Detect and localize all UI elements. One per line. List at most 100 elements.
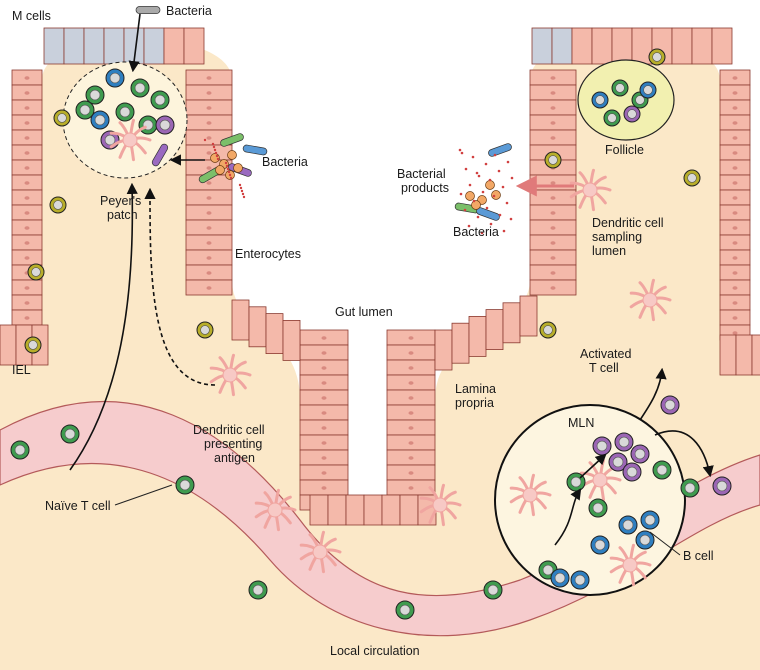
bacterial-product — [485, 206, 489, 210]
enterocyte-nucleus — [321, 351, 327, 355]
enterocyte-nucleus — [24, 226, 30, 230]
bacterial-product — [224, 161, 228, 165]
bacterial-product — [492, 194, 496, 198]
enterocyte-nucleus — [321, 426, 327, 430]
m-cell — [103, 27, 125, 65]
enterocyte-nucleus — [24, 211, 30, 215]
dendritic-cell — [209, 353, 252, 397]
enterocyte — [485, 309, 504, 351]
naive-t-cell-nucleus — [656, 464, 668, 476]
enterocyte-nucleus — [550, 226, 556, 230]
enterocyte-nucleus — [408, 366, 414, 370]
label-dc-sampling-1: Dendritic cell — [592, 216, 664, 230]
enterocyte — [519, 295, 538, 337]
activated-t-cell-nucleus — [618, 436, 630, 448]
bacterial-product — [241, 192, 245, 196]
bacterium-coccus — [485, 180, 495, 190]
activated-t-cell-nucleus — [716, 480, 728, 492]
enterocyte-nucleus — [321, 471, 327, 475]
enterocyte-nucleus — [206, 136, 212, 140]
dendritic-cell — [509, 473, 552, 517]
leader-lines — [114, 484, 681, 556]
iel-cell-nucleus — [687, 173, 697, 183]
b-cell-nucleus — [622, 519, 634, 531]
bacterial-product — [509, 217, 513, 221]
naive-t-cell-nucleus — [684, 482, 696, 494]
enterocyte-nucleus — [24, 181, 30, 185]
naive-t-cell-nucleus — [179, 479, 191, 491]
iel-cell-nucleus — [543, 325, 553, 335]
bacterium-coccus — [465, 191, 475, 201]
enterocyte-nucleus — [550, 196, 556, 200]
enterocyte — [363, 494, 383, 526]
label-lamina-propria-1: Lamina — [455, 382, 496, 396]
enterocyte-nucleus — [408, 486, 414, 490]
lymphocyte-nucleus — [615, 83, 625, 93]
label-naive-t-cell: Naïve T cell — [45, 499, 111, 513]
label-dc-presenting-3: antigen — [214, 451, 255, 465]
lymphocyte-nucleus — [94, 114, 106, 126]
bacterial-product — [493, 153, 497, 157]
enterocyte-nucleus — [732, 106, 738, 110]
enterocyte-nucleus — [206, 76, 212, 80]
bacterial-product — [463, 208, 467, 212]
dendritic-cell — [299, 530, 342, 574]
enterocyte-nucleus — [24, 256, 30, 260]
lymphocyte-nucleus — [134, 82, 146, 94]
bacterial-product — [510, 176, 514, 180]
m-cell — [591, 27, 613, 65]
label-bacteria-right: Bacteria — [453, 225, 499, 239]
lymphocyte-nucleus — [104, 134, 116, 146]
dendritic-body — [622, 557, 638, 573]
bacterial-product — [484, 162, 488, 166]
bacterial-product — [225, 164, 229, 168]
enterocyte-nucleus — [206, 256, 212, 260]
bacterial-product — [211, 142, 215, 146]
bacterial-product — [203, 138, 207, 142]
label-bacteria-mid: Bacteria — [262, 155, 308, 169]
dendritic-body — [582, 182, 598, 198]
bacterial-product — [215, 154, 219, 158]
bacterial-product — [464, 167, 468, 171]
lymphocyte-nucleus — [643, 85, 653, 95]
activated-t-cell-nucleus — [626, 466, 638, 478]
enterocyte-nucleus — [24, 301, 30, 305]
label-bacteria-top: Bacteria — [166, 4, 212, 18]
bacterial-product — [472, 199, 476, 203]
enterocyte-nucleus — [732, 166, 738, 170]
bacterial-product — [477, 174, 481, 178]
enterocyte-nucleus — [321, 456, 327, 460]
enterocyte-nucleus — [550, 211, 556, 215]
naive-t-cell-nucleus — [399, 604, 411, 616]
enterocyte-nucleus — [206, 121, 212, 125]
bacterial-product — [239, 186, 243, 190]
enterocyte-nucleus — [206, 91, 212, 95]
bacterial-product — [480, 231, 484, 235]
enterocyte-nucleus — [24, 241, 30, 245]
bacterial-product — [475, 171, 479, 175]
iel-cell-nucleus — [548, 155, 558, 165]
bacterial-product — [229, 176, 233, 180]
dendritic-body — [122, 132, 138, 148]
bacterial-product — [212, 145, 216, 149]
enterocyte-nucleus — [408, 336, 414, 340]
enterocyte-nucleus — [24, 91, 30, 95]
m-cell — [43, 27, 65, 65]
enterocyte-nucleus — [550, 91, 556, 95]
enterocyte-nucleus — [550, 121, 556, 125]
lymphocyte-nucleus — [595, 95, 605, 105]
m-cell — [163, 27, 185, 65]
enterocyte-nucleus — [321, 441, 327, 445]
iel-cell-nucleus — [53, 200, 63, 210]
label-activated-t-2: T cell — [589, 361, 619, 375]
bacterial-product — [498, 213, 502, 217]
bacterial-product — [476, 215, 480, 219]
bacterial-product — [489, 222, 493, 226]
enterocyte-nucleus — [732, 136, 738, 140]
enterocyte-nucleus — [732, 151, 738, 155]
enterocyte — [327, 494, 347, 526]
enterocyte-nucleus — [206, 241, 212, 245]
label-peyers-patch-2: patch — [107, 208, 138, 222]
enterocyte-nucleus — [24, 121, 30, 125]
